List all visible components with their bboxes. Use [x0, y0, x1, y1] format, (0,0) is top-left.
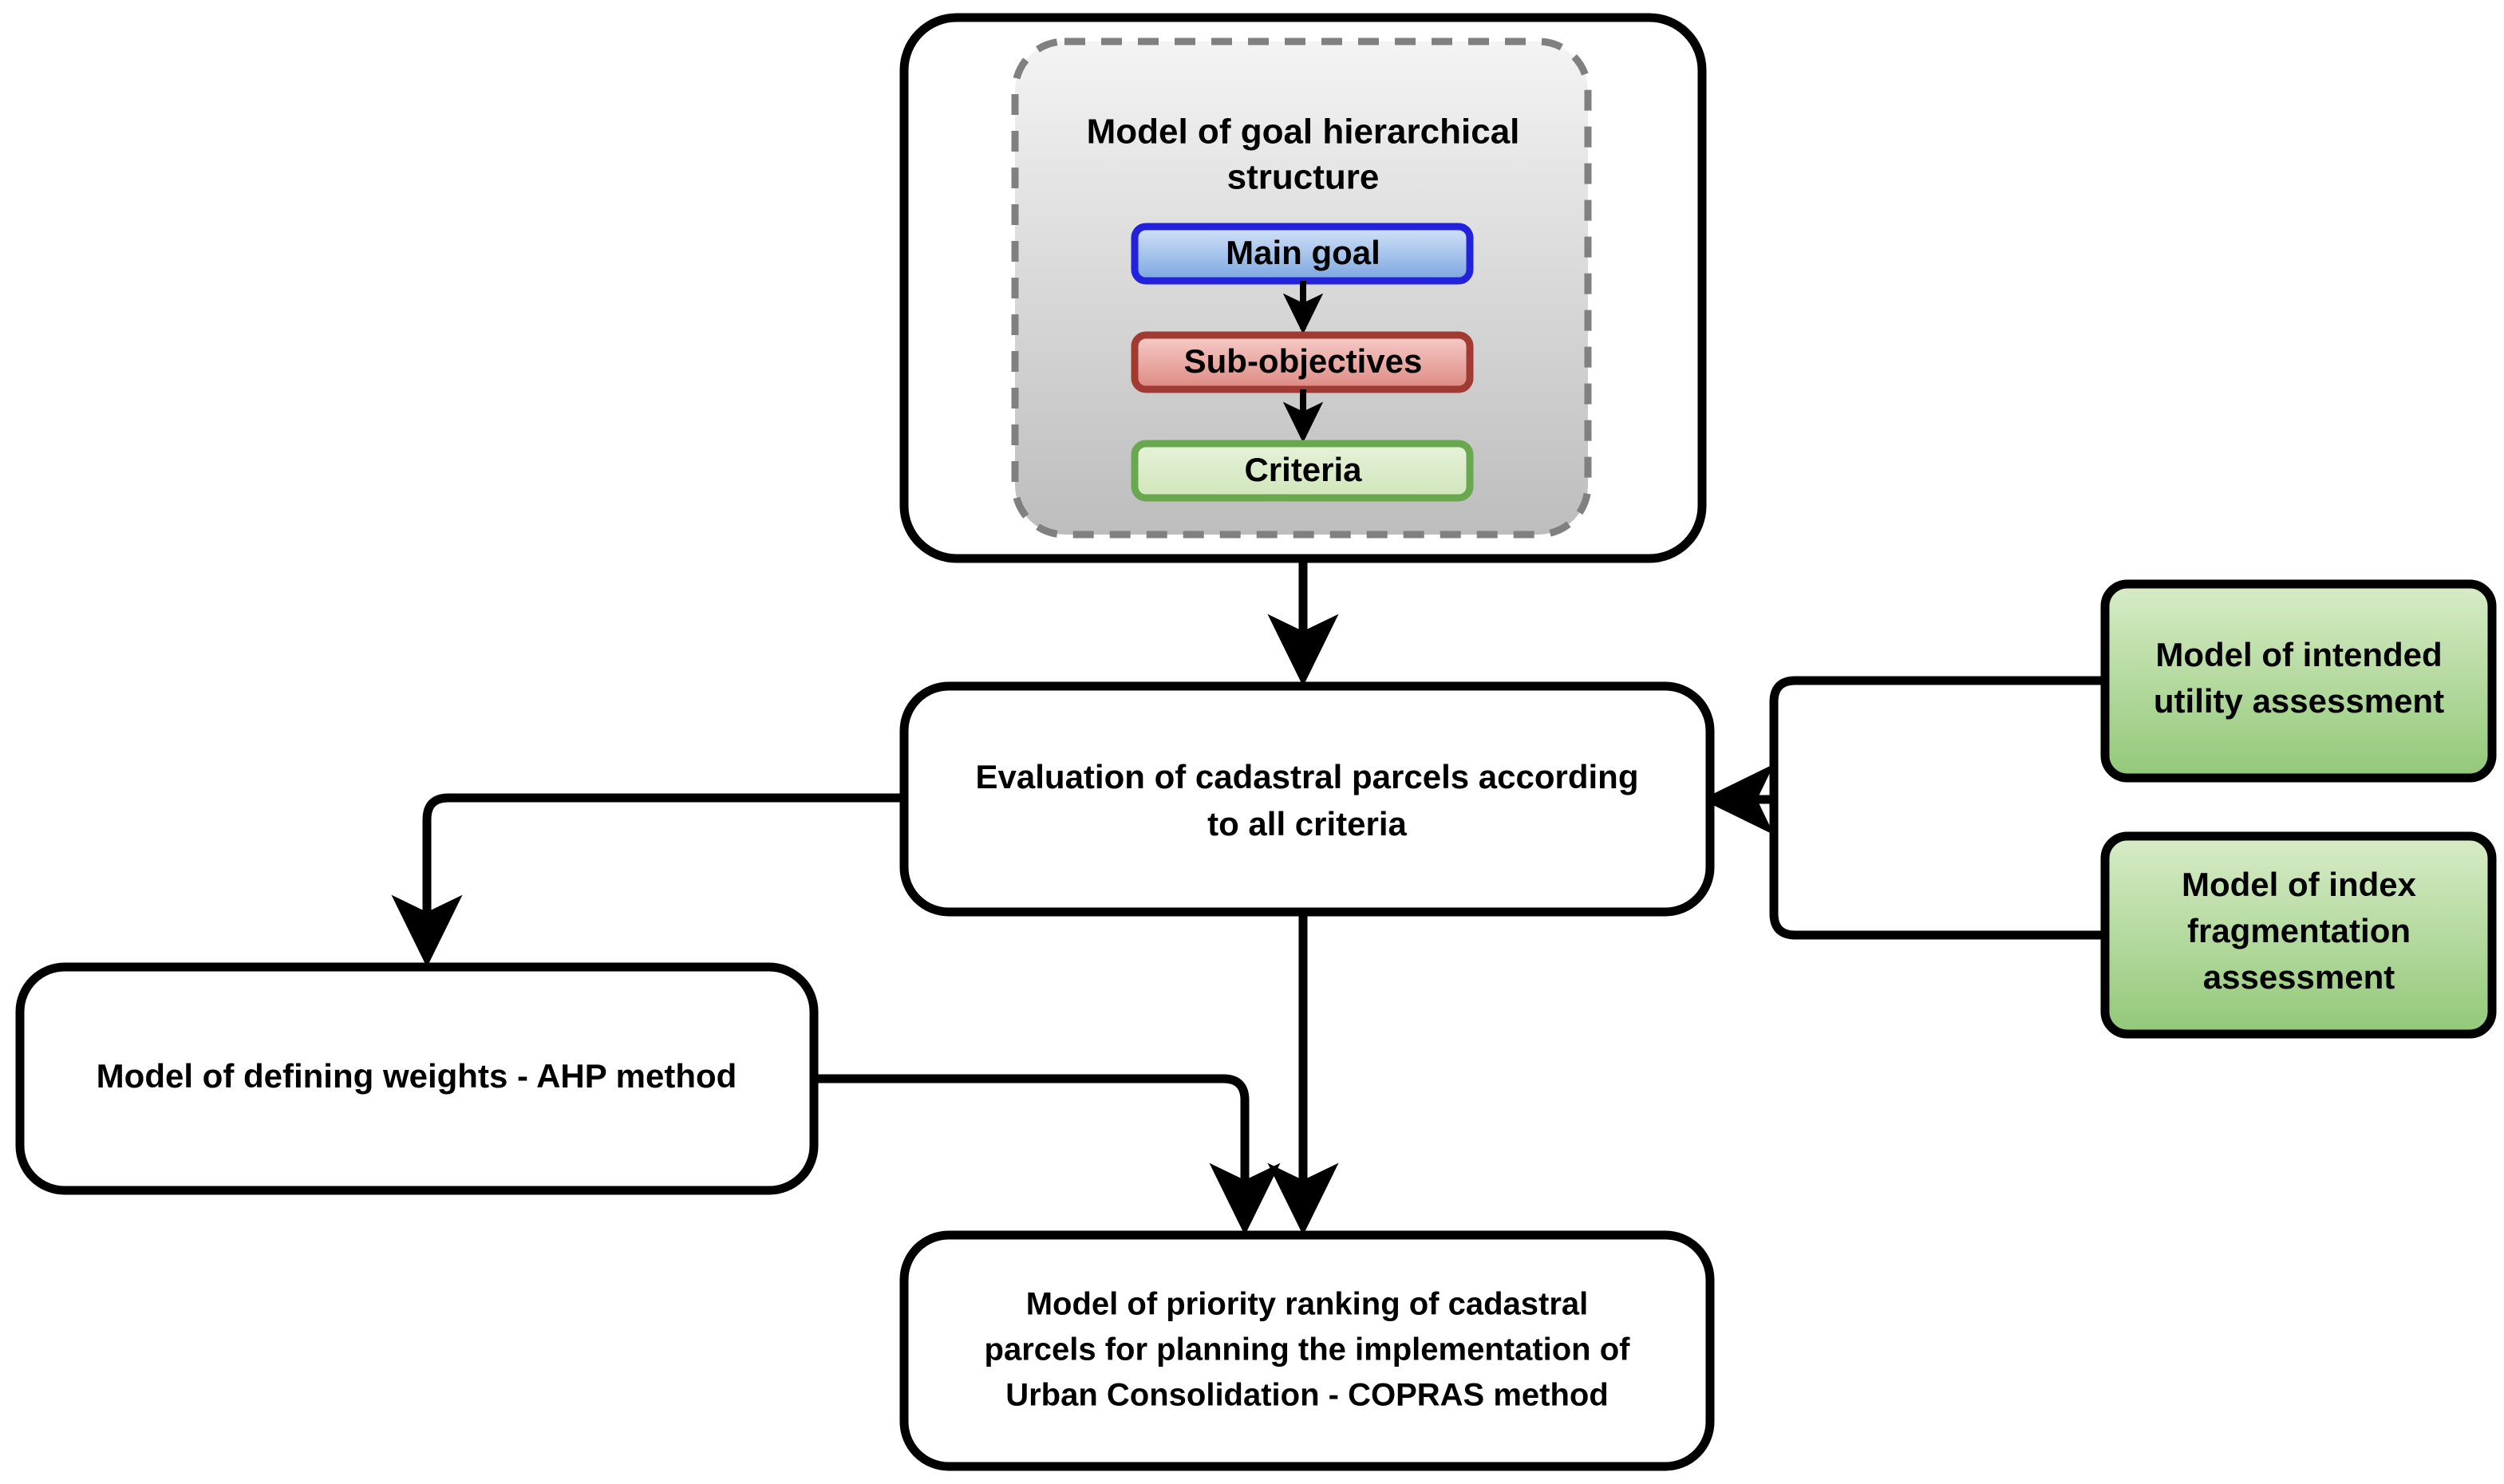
- node-evaluation[interactable]: Evaluation of cadastral parcels accordin…: [899, 681, 1715, 917]
- intended-utility-label-line2: utility assessment: [2154, 682, 2444, 720]
- node-copras[interactable]: Model of priority ranking of cadastral p…: [899, 1230, 1715, 1471]
- index-fragmentation-shape: [2100, 831, 2497, 1039]
- copras-label-line1: Model of priority ranking of cadastral: [1026, 1287, 1589, 1322]
- evaluation-label-line2: to all criteria: [1207, 805, 1407, 843]
- index-fragmentation-label-line2: fragmentation: [2187, 912, 2411, 949]
- node-main-goal[interactable]: Main goal: [1131, 223, 1474, 285]
- evaluation-shape: [899, 681, 1715, 917]
- ahp-label: Model of defining weights - AHP method: [97, 1057, 737, 1095]
- ahp-shape: [15, 962, 819, 1195]
- copras-label-line3: Urban Consolidation - COPRAS method: [1005, 1378, 1609, 1413]
- evaluation-label-line1: Evaluation of cadastral parcels accordin…: [976, 758, 1639, 795]
- goal-container-title-line1: Model of goal hierarchical: [1087, 112, 1520, 152]
- node-criteria[interactable]: Criteria: [1131, 440, 1474, 502]
- criteria-shape: [1131, 440, 1474, 502]
- edge-evaluation-to-ahp: [391, 793, 904, 968]
- copras-label-line2: parcels for planning the implementation …: [985, 1332, 1631, 1368]
- edge-index-fragmentation-to-evaluation: [1769, 798, 2105, 940]
- index-fragmentation-label-line1: Model of index: [2182, 866, 2417, 903]
- edge-intended-utility-to-evaluation: [1769, 676, 2105, 799]
- connectors-layer: [391, 558, 2105, 1236]
- node-sub-objectives[interactable]: Sub-objectives: [1131, 331, 1474, 393]
- node-index-fragmentation[interactable]: Model of index fragmentation assessment: [2100, 831, 2497, 1039]
- intended-utility-label-line1: Model of intended: [2155, 636, 2442, 673]
- copras-shape: [899, 1230, 1715, 1471]
- intended-utility-shape: [2100, 579, 2497, 783]
- edge-ahp-to-copras: [814, 1074, 1281, 1236]
- goal-container-title-line2: structure: [1227, 158, 1380, 197]
- sub-objectives-label: Sub-objectives: [1184, 342, 1423, 380]
- node-intended-utility[interactable]: Model of intended utility assessment: [2100, 579, 2497, 783]
- index-fragmentation-label-line3: assessment: [2203, 958, 2395, 996]
- node-ahp[interactable]: Model of defining weights - AHP method: [15, 962, 819, 1195]
- criteria-label: Criteria: [1244, 451, 1362, 488]
- main-goal-label: Main goal: [1226, 234, 1380, 271]
